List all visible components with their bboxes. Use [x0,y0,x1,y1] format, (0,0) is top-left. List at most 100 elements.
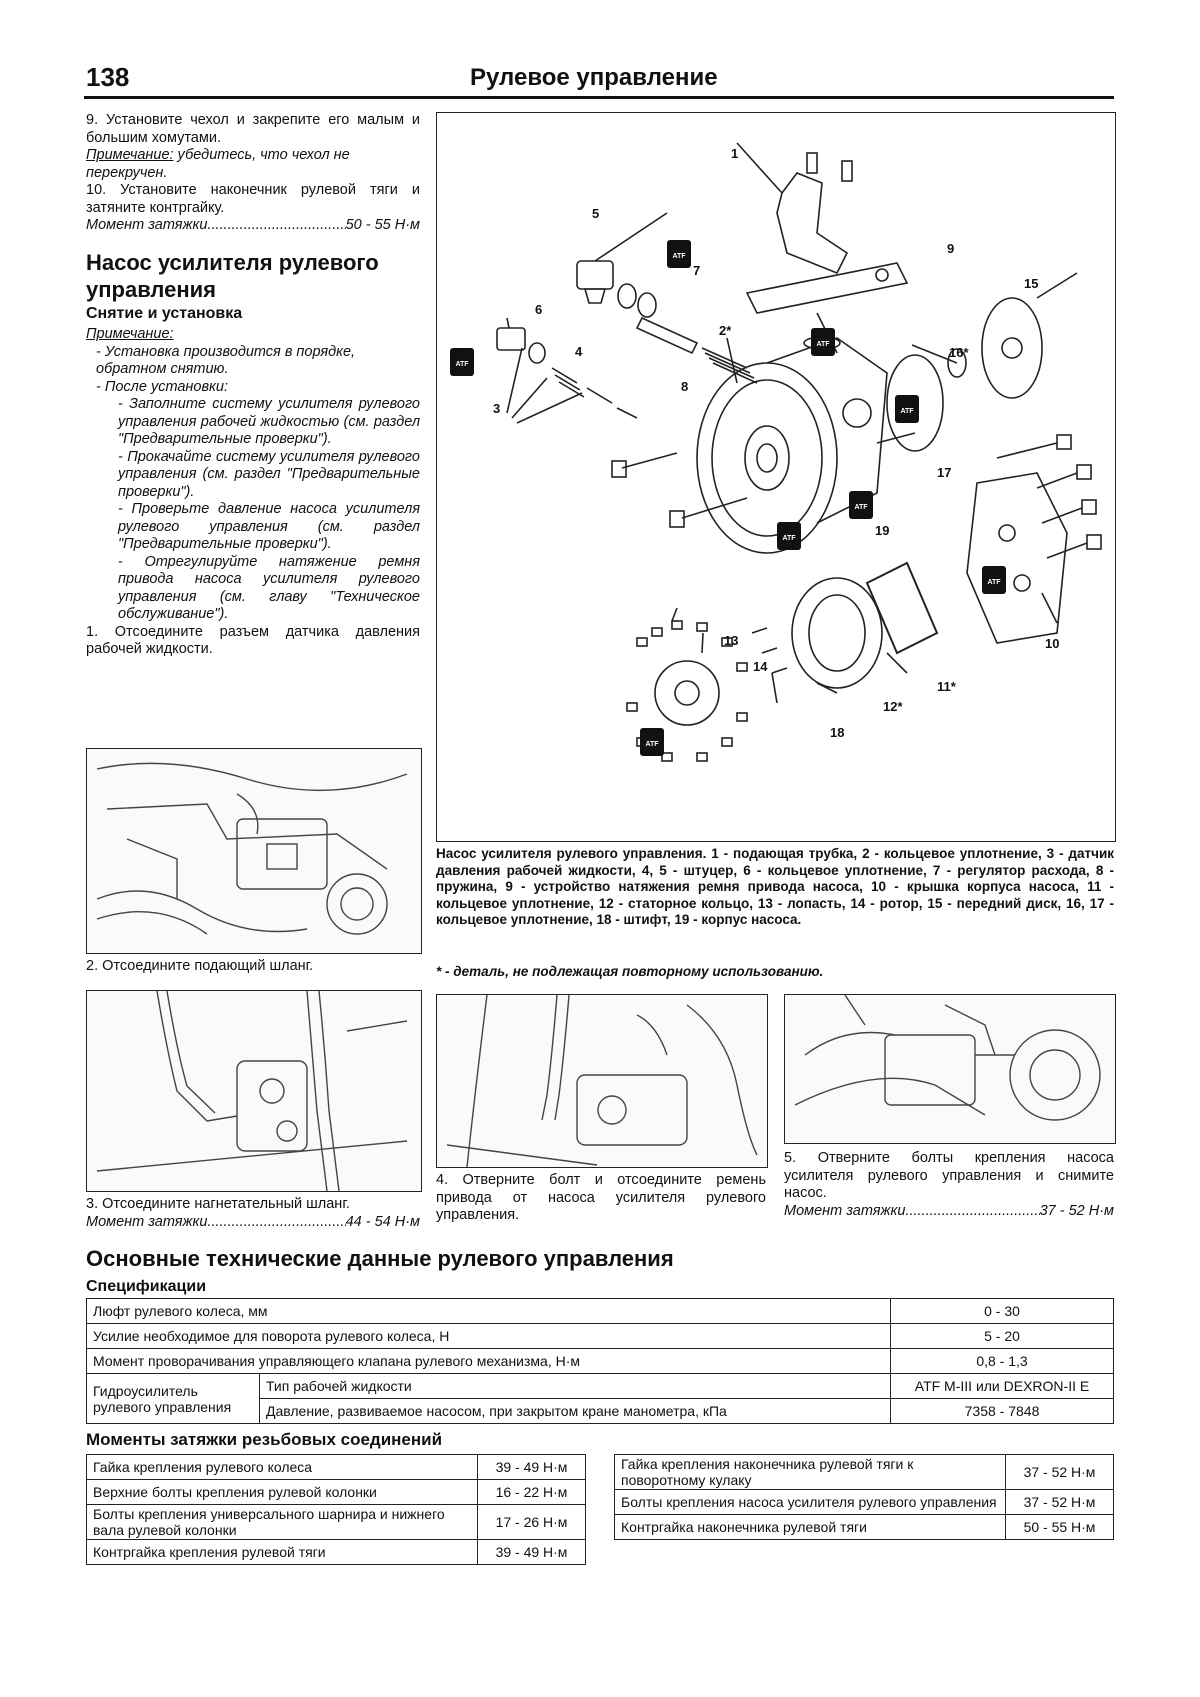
atf-label: ATF [645,741,659,748]
callout-6: 6 [535,302,542,317]
step-9: 9. Установите чехол и закрепите его малы… [86,112,420,146]
spec-group-label: Гидроусилитель рулевого управления [86,1373,260,1424]
torque-spec: Момент затяжки 44 - 54 Н·м [86,1214,420,1232]
torque-value: 44 - 54 Н·м [345,1213,420,1230]
callout-7: 7 [693,263,700,278]
torque-spec: Момент затяжки 37 - 52 Н·м [784,1203,1114,1221]
torques-title: Моменты затяжки резьбовых соединений [86,1430,443,1449]
torque-value: 37 - 52 Н·м [1039,1202,1114,1219]
callout-17: 17 [937,465,951,480]
spec-value: 0,8 - 1,3 [890,1348,1114,1374]
step-2: 2. Отсоедините подающий шланг. [86,958,314,974]
callout-12: 12* [883,699,903,714]
atf-label: ATF [672,253,686,260]
callout-16: 16* [949,345,969,360]
torque-value: 50 - 55 Н·м [345,217,420,233]
note-subitem: - Прокачайте систему усилителя рулевого … [118,448,420,500]
torque-item: Гайка крепления наконечника рулевой тяги… [614,1454,1006,1490]
torque-value: 37 - 52 Н·м [1005,1454,1114,1490]
spec-param: Тип рабочей жидкости [259,1373,891,1399]
diagram-caption: Насос усилителя рулевого управления. 1 -… [436,846,1114,927]
note-subitem: - Проверьте давление насоса усилителя ру… [118,501,420,552]
torque-value: 39 - 49 Н·м [477,1539,586,1565]
running-title: Рулевое управление [470,64,718,91]
step-3: 3. Отсоедините нагнетательный шланг. [86,1196,350,1212]
torque-label: Момент затяжки [86,217,208,233]
callout-19: 19 [875,523,889,538]
note-subitem: - Заполните систему усилителя рулевого у… [118,396,420,447]
atf-label: ATF [900,408,914,415]
photo-step-4 [436,994,768,1168]
atf-label: ATF [455,361,469,368]
spec-param: Момент проворачивания управляющего клапа… [86,1348,891,1374]
callout-14: 14 [753,659,768,674]
step-5-block: 5. Отверните болты крепления насоса усил… [784,1150,1114,1220]
section-title: Насос усилителя рулевого управления [86,249,379,302]
spec-param: Люфт рулевого колеса, мм [86,1298,891,1324]
callout-9: 9 [947,241,954,256]
atf-label: ATF [987,579,1001,586]
photo-step-2 [86,990,422,1192]
diagram-footnote: * - деталь, не подлежащая повторному исп… [436,964,824,979]
photo-illustration [794,994,1101,1121]
callout-8: 8 [681,379,688,394]
photo-illustration [96,762,408,935]
callout-3: 3 [493,401,500,416]
spec-value: 0 - 30 [890,1298,1114,1324]
subsection-title: Снятие и установка [86,304,243,322]
spec-param: Давление, развиваемое насосом, при закры… [259,1398,891,1424]
note-label: Примечание: [86,326,174,342]
photo-illustration [96,990,408,1192]
page-number: 138 [86,62,130,92]
spec-param: Усилие необходимое для поворота рулевого… [86,1323,891,1349]
torque-item: Верхние болты крепления рулевой колонки [86,1479,478,1505]
torque-item: Контргайка наконечника рулевой тяги [614,1514,1006,1540]
callout-1: 1 [731,146,738,161]
specs-title: Основные технические данные рулевого упр… [86,1246,674,1271]
pump-exploded-diagram: ATF ATF ATF ATF ATF ATF ATF ATF 1 2* 3 4… [436,112,1116,842]
torque-value: 39 - 49 Н·м [477,1454,586,1480]
note-text: убедитесь, что чехол не перекручен. [86,147,350,181]
photo-illustration [446,994,758,1168]
photo-step-1 [86,748,422,954]
table-row: Болты крепления насоса усилителя рулевог… [614,1489,1114,1515]
torque-label: Момент затяжки [86,1213,208,1230]
callout-5: 5 [592,206,599,221]
left-column: 9. Установите чехол и закрепите его малы… [86,112,420,659]
atf-label: ATF [816,341,830,348]
torque-item: Гайка крепления рулевого колеса [86,1454,478,1480]
step-3-block: 3. Отсоедините нагнетательный шланг. Мом… [86,1196,420,1231]
torque-label: Момент затяжки [784,1202,906,1219]
callout-2: 2* [719,323,732,338]
step-10: 10. Установите наконечник рулевой тяги и… [86,182,420,216]
photo-step-5 [784,994,1116,1144]
note-line: - После установки: [96,378,228,395]
torques-table-right: Гайка крепления наконечника рулевой тяги… [614,1454,1114,1540]
table-row: Давление, развиваемое насосом, при закры… [87,1398,1114,1424]
note-line: - Установка производится в порядке, обра… [96,343,356,378]
callout-15: 15 [1024,276,1038,291]
atf-label: ATF [782,535,796,542]
torque-item: Контргайка крепления рулевой тяги [86,1539,478,1565]
torque-item: Болты крепления универсального шарнира и… [86,1504,478,1540]
atf-label: ATF [854,504,868,511]
table-row: Болты крепления универсального шарнира и… [86,1504,586,1540]
note-subitem: - Отрегулируйте натяжение ремня привода … [118,553,420,623]
spec-value: ATF M-III или DEXRON-II E [890,1373,1114,1399]
torque-spec: Момент затяжки 50 - 55 Н·м [86,217,420,235]
spec-value: 7358 - 7848 [890,1398,1114,1424]
callout-18: 18 [830,725,844,740]
step-4: 4. Отверните болт и отсоедините ремень п… [436,1172,766,1223]
torque-value: 17 - 26 Н·м [477,1504,586,1540]
header-rule [84,96,1114,99]
step-5: 5. Отверните болты крепления насоса усил… [784,1150,1114,1201]
table-row: Гайка крепления наконечника рулевой тяги… [614,1454,1114,1490]
note-9: Примечание: убедитесь, что чехол не пере… [86,147,420,182]
callout-10: 10 [1045,636,1059,651]
